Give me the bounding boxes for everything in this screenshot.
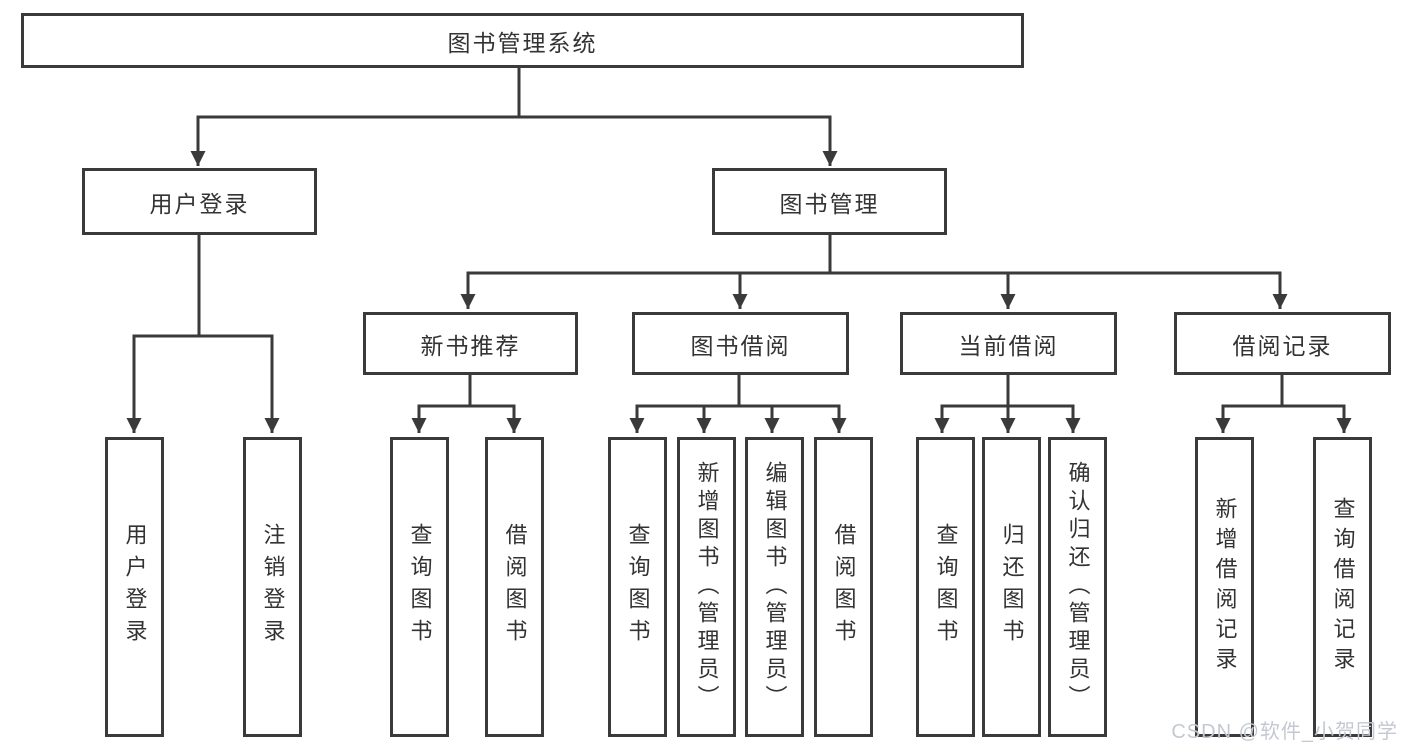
node-leaf-edit-books-admin: 编辑图书（管理员） (745, 437, 804, 737)
node-leaf-query-books-recommend: 查询图书 (390, 437, 449, 737)
node-library-management-system: 图书管理系统 (21, 13, 1024, 68)
node-user-login-label: 用户登录 (149, 190, 250, 217)
node-current-borrowing-label: 当前借阅 (958, 332, 1059, 359)
node-leaf-edit-books-admin-label: 编辑图书（管理员） (762, 461, 788, 713)
node-leaf-borrow-books: 借阅图书 (814, 437, 873, 737)
node-new-book-recommend: 新书推荐 (363, 312, 578, 375)
node-leaf-query-books-current-label: 查询图书 (933, 523, 959, 651)
node-leaf-logout: 注销登录 (243, 437, 302, 737)
node-leaf-query-books-borrowing-label: 查询图书 (625, 523, 651, 651)
node-leaf-user-login: 用户登录 (105, 437, 164, 737)
node-leaf-logout-label: 注销登录 (260, 523, 286, 651)
node-leaf-add-borrow-record-label: 新增借阅记录 (1212, 497, 1238, 677)
node-leaf-query-borrow-record: 查询借阅记录 (1313, 437, 1372, 737)
node-leaf-borrow-books-label: 借阅图书 (831, 523, 857, 651)
node-leaf-add-books-admin: 新增图书（管理员） (677, 437, 736, 737)
node-borrowing-records: 借阅记录 (1174, 312, 1391, 375)
node-current-borrowing: 当前借阅 (900, 312, 1117, 375)
node-leaf-query-borrow-record-label: 查询借阅记录 (1330, 497, 1356, 677)
node-leaf-confirm-return-admin-label: 确认归还（管理员） (1065, 461, 1091, 713)
node-new-book-recommend-label: 新书推荐 (420, 332, 521, 359)
node-book-borrowing: 图书借阅 (632, 312, 849, 375)
node-leaf-query-books-recommend-label: 查询图书 (407, 523, 433, 651)
node-book-borrowing-label: 图书借阅 (690, 332, 791, 359)
node-leaf-return-books: 归还图书 (982, 437, 1041, 737)
node-leaf-query-books-current: 查询图书 (916, 437, 975, 737)
node-leaf-confirm-return-admin: 确认归还（管理员） (1048, 437, 1107, 737)
node-leaf-borrow-books-recommend-label: 借阅图书 (502, 523, 528, 651)
node-library-management-system-label: 图书管理系统 (447, 29, 598, 56)
node-leaf-borrow-books-recommend: 借阅图书 (485, 437, 544, 737)
node-leaf-add-borrow-record: 新增借阅记录 (1195, 437, 1254, 737)
node-leaf-add-books-admin-label: 新增图书（管理员） (694, 461, 720, 713)
csdn-watermark: CSDN @软件_小贺同学 (1171, 721, 1398, 743)
node-user-login: 用户登录 (82, 168, 317, 235)
node-leaf-return-books-label: 归还图书 (999, 523, 1025, 651)
node-book-management: 图书管理 (712, 168, 947, 235)
node-leaf-query-books-borrowing: 查询图书 (608, 437, 667, 737)
node-book-management-label: 图书管理 (779, 190, 880, 217)
node-leaf-user-login-label: 用户登录 (122, 523, 148, 651)
node-borrowing-records-label: 借阅记录 (1232, 332, 1333, 359)
